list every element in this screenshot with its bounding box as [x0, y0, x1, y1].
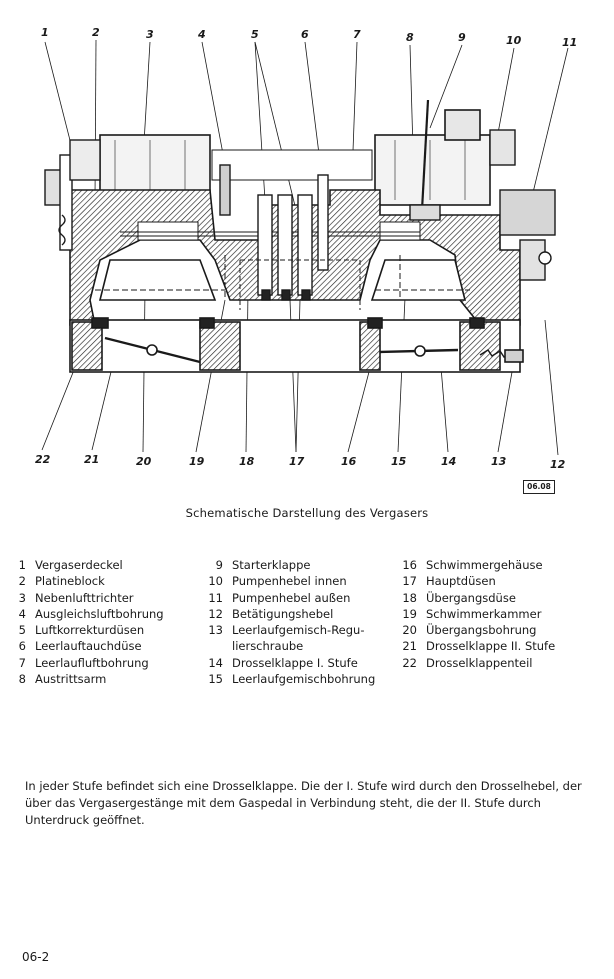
callout-8: 8	[406, 31, 414, 44]
callout-12: 12	[550, 458, 566, 471]
carburetor-cross-section-diagram: 1 2 3 4 5 6 7 8 9 10 11 22 21 20 19 18 1…	[35, 26, 577, 471]
callout-1: 1	[41, 26, 49, 39]
callout-21: 21	[84, 453, 99, 466]
callout-9: 9	[458, 31, 466, 44]
callout-6: 6	[301, 28, 309, 41]
callout-7: 7	[353, 28, 361, 41]
callout-2: 2	[92, 26, 100, 39]
callout-14: 14	[441, 455, 456, 468]
callout-3: 3	[146, 28, 154, 41]
callout-10: 10	[506, 34, 522, 47]
throttle-body	[69, 317, 524, 373]
figure-caption: Schematische Darstellung des Vergasers	[185, 506, 429, 520]
callout-4: 4	[197, 28, 206, 41]
callout-20: 20	[136, 455, 152, 468]
callout-numbers-bottom: 22 21 20 19 18 17 16 15 14 13 12	[35, 453, 566, 471]
main-jets	[219, 164, 361, 310]
callout-18: 18	[239, 455, 255, 468]
body-paragraph: In jeder Stufe befindet sich eine Drosse…	[25, 779, 582, 827]
fuel-passages	[95, 255, 470, 300]
callout-17: 17	[289, 455, 305, 468]
page-number: 06-2	[22, 950, 50, 964]
callout-numbers-top: 1 2 3 4 5 6 7 8 9 10 11	[41, 26, 577, 49]
callout-22: 22	[35, 453, 51, 466]
callout-19: 19	[189, 455, 205, 468]
callout-15: 15	[391, 455, 407, 468]
callout-13: 13	[491, 455, 507, 468]
drawing-stamp: 06.08	[523, 480, 555, 494]
carburetor-body	[69, 189, 521, 326]
left-linkage	[44, 139, 101, 251]
pump-lever-assembly	[409, 99, 556, 281]
top-cover	[99, 109, 491, 213]
legend-item-continuation: 00lierschraube	[232, 639, 304, 654]
callout-11: 11	[562, 36, 577, 49]
callout-16: 16	[341, 455, 357, 468]
callout-5: 5	[251, 28, 259, 41]
